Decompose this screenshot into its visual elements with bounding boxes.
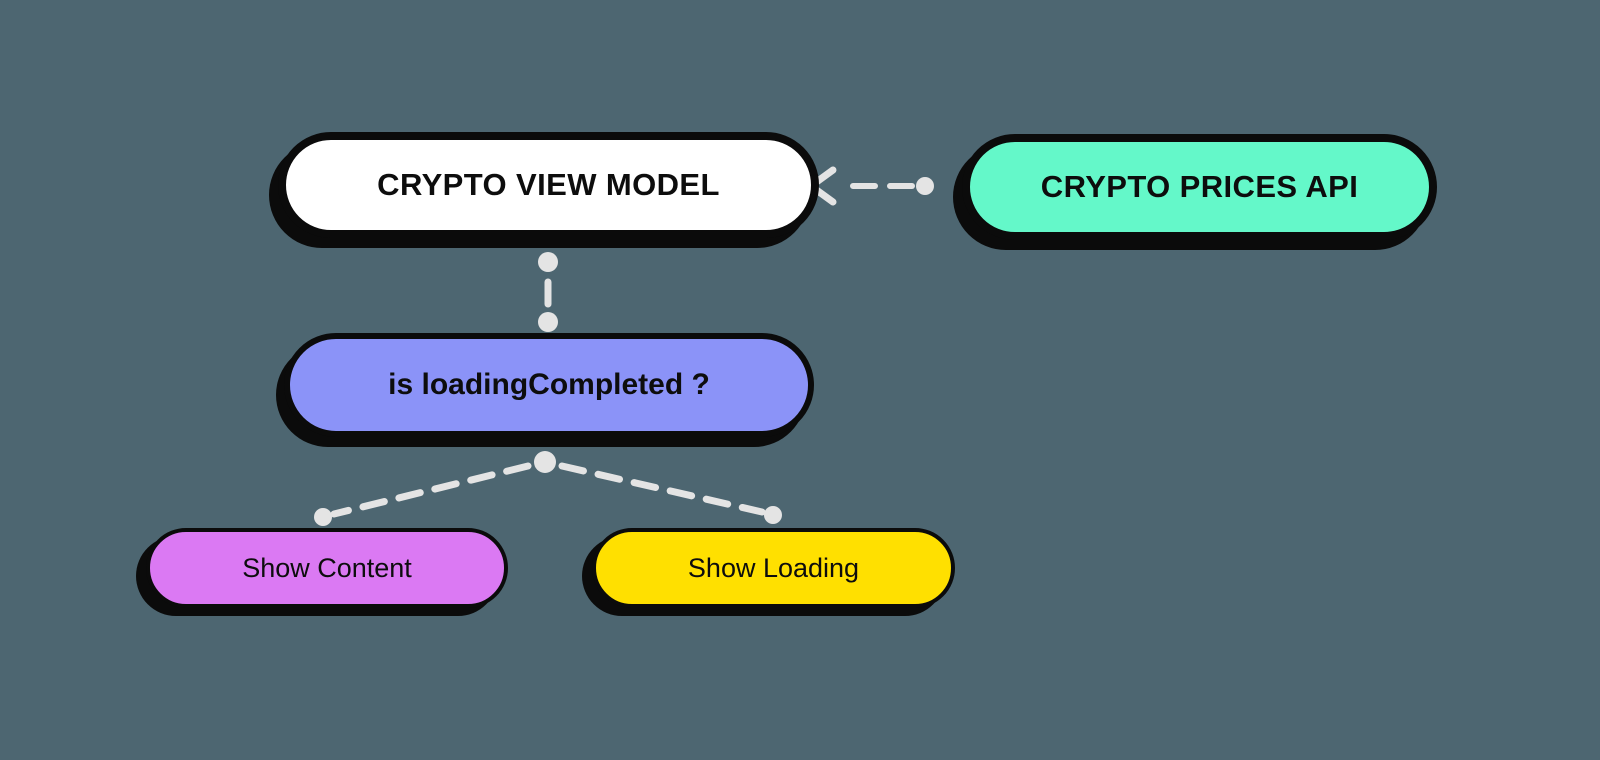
node-crypto-view-model-label: CRYPTO VIEW MODEL [377, 167, 720, 202]
connector-dot [916, 177, 934, 195]
edge-question-to-showcontent [314, 451, 556, 526]
node-show-loading: Show Loading [592, 528, 955, 608]
node-loading-question: is loadingCompleted ? [284, 333, 814, 437]
edge-question-to-showloading [558, 462, 782, 524]
node-loading-question-label: is loadingCompleted ? [388, 368, 710, 401]
node-show-content-label: Show Content [242, 552, 412, 583]
connector-dot [534, 451, 556, 473]
edge-viewmodel-to-question [538, 252, 558, 332]
connector-dot [764, 506, 782, 524]
node-crypto-prices-api-label: CRYPTO PRICES API [1040, 169, 1359, 204]
node-crypto-prices-api: CRYPTO PRICES API [962, 134, 1437, 240]
edge-api-to-viewmodel [807, 166, 934, 206]
connector-dot [538, 252, 558, 272]
node-crypto-view-model: CRYPTO VIEW MODEL [278, 132, 819, 238]
node-show-loading-label: Show Loading [687, 552, 860, 583]
connector-dot [538, 312, 558, 332]
connector-dot [314, 508, 332, 526]
node-show-content: Show Content [146, 528, 508, 608]
